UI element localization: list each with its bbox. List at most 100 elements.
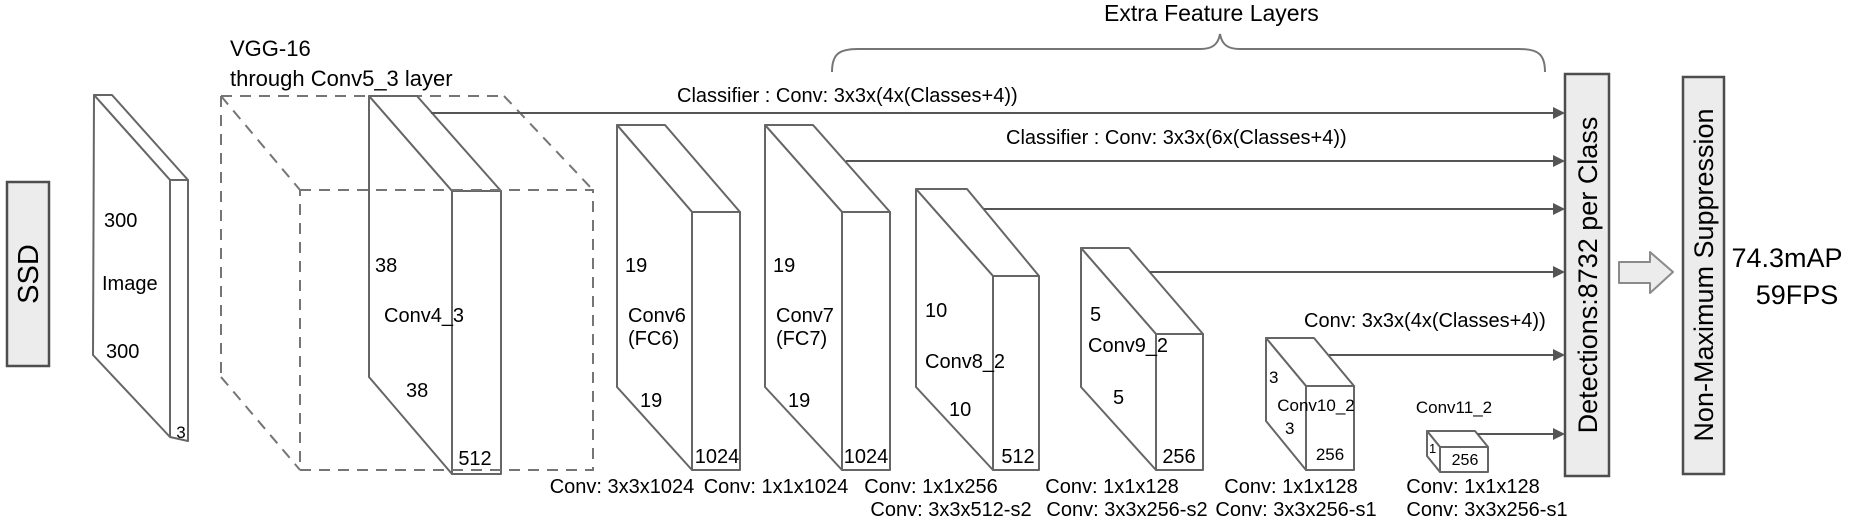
map-value: 74.3mAP <box>1731 243 1842 273</box>
arrowhead-icon <box>1553 155 1565 167</box>
detections-box-shape <box>1563 72 1611 478</box>
vgg16-dashed-box <box>220 95 594 471</box>
conv4_3-name: Conv4_3 <box>384 305 464 327</box>
detections-label: Detections:8732 per Class <box>1573 117 1603 434</box>
conv8_2-d: 512 <box>1001 446 1034 468</box>
conv8_2-w: 10 <box>949 399 971 421</box>
conv6-side-face <box>691 211 741 471</box>
vgg16-title: VGG-16 through Conv5_3 layer <box>230 36 453 91</box>
block-arrow-icon <box>1618 251 1674 294</box>
extra-feature-layers-title: Extra Feature Layers <box>1104 0 1319 26</box>
conv4_3-d: 512 <box>458 448 491 470</box>
arrow-conv10_2-to-detections <box>1329 349 1565 361</box>
conv11_2-front-face <box>1439 446 1489 473</box>
conv9_2-op2: Conv: 3x3x256-s2 <box>1046 499 1207 521</box>
conv10_2-w: 3 <box>1285 419 1294 438</box>
arrowhead-icon <box>1553 349 1565 361</box>
ssd-label-box: SSD <box>5 180 51 368</box>
conv11_2-op1: Conv: 1x1x128 <box>1406 476 1539 498</box>
input-image-layer: 300 Image 300 3 <box>92 94 189 442</box>
conv8_2-side-face <box>992 275 1040 471</box>
layer-conv4_3: 38 Conv4_3 38 512 <box>368 95 502 475</box>
conv7-w: 19 <box>788 390 810 412</box>
conv7-subname: (FC7) <box>776 328 827 350</box>
nms-label: Non-Maximum Suppression <box>1689 108 1719 441</box>
conv9_2-name: Conv9_2 <box>1088 335 1168 357</box>
conv9_2-d: 256 <box>1162 446 1195 468</box>
conv7-h: 19 <box>773 255 795 277</box>
conv10_2-d: 256 <box>1316 445 1344 464</box>
conv7-front-face <box>764 124 843 471</box>
conv8_2-h: 10 <box>925 300 947 322</box>
conv10_2-op2: Conv: 3x3x256-s1 <box>1215 499 1376 521</box>
conv11_2-d: 256 <box>1452 452 1479 469</box>
conv7-name: Conv7 <box>776 305 834 327</box>
layer-conv10_2: 3 Conv10_2 3 256 <box>1265 337 1355 471</box>
conv6-w: 19 <box>640 390 662 412</box>
conv10_2-name: Conv10_2 <box>1277 396 1355 415</box>
detections-box: Detections:8732 per Class <box>1563 72 1611 478</box>
conv8_2-name: Conv8_2 <box>925 351 1005 373</box>
conv9_2-front-face <box>1080 247 1157 471</box>
layer-conv11_2: Conv11_2 1 256 <box>1416 398 1492 473</box>
conv-4x-label: Conv: 3x3x(4x(Classes+4)) <box>1304 310 1546 332</box>
nms-box: Non-Maximum Suppression <box>1681 75 1726 476</box>
conv7-op1: Conv: 1x1x1024 <box>704 476 849 498</box>
conv9_2-h: 5 <box>1090 304 1101 326</box>
conv11_2-name: Conv11_2 <box>1416 398 1492 417</box>
arrow-conv7-to-detections <box>846 155 1565 167</box>
image-depth: 3 <box>176 423 185 442</box>
ssd-label: SSD <box>13 244 45 304</box>
vgg-top-left-diagonal <box>220 95 301 191</box>
image-front-face <box>92 94 171 438</box>
conv7-d: 1024 <box>844 446 889 468</box>
conv10_2-front-face <box>1265 337 1307 471</box>
conv6-front-face <box>616 124 693 471</box>
ssd-box-shape <box>5 180 51 368</box>
classifier-4x-label: Classifier : Conv: 3x3x(4x(Classes+4)) <box>677 85 1018 107</box>
vgg16-title-line2: through Conv5_3 layer <box>230 66 453 91</box>
conv6-subname: (FC6) <box>628 328 679 350</box>
conv8_2-front-face <box>915 188 994 471</box>
conv7-side-face <box>841 211 891 471</box>
arrow-conv11_2-to-detections <box>1478 428 1565 440</box>
conv4_3-h: 38 <box>375 255 397 277</box>
layer-conv6: 19 Conv6 (FC6) 19 1024 <box>616 124 741 471</box>
brace-icon <box>831 33 1546 73</box>
conv8_2-op2: Conv: 3x3x512-s2 <box>870 499 1031 521</box>
results-text: 74.3mAP 59FPS <box>1731 243 1842 310</box>
conv9_2-w: 5 <box>1113 387 1124 409</box>
conv11_2-op2: Conv: 3x3x256-s1 <box>1406 499 1567 521</box>
classifier-6x-label: Classifier : Conv: 3x3x(6x(Classes+4)) <box>1006 127 1347 149</box>
arrowhead-icon <box>1553 107 1565 119</box>
fps-value: 59FPS <box>1756 280 1839 310</box>
image-dim-bottom: 300 <box>106 341 139 363</box>
vgg-top-right-diagonal <box>503 95 594 191</box>
nms-box-shape <box>1681 75 1726 476</box>
layer-conv9_2: 5 Conv9_2 5 256 <box>1080 247 1204 471</box>
conv6-h: 19 <box>625 255 647 277</box>
conv11_2-h: 1 <box>1429 441 1436 456</box>
extra-feature-layers-group: Extra Feature Layers <box>831 0 1546 73</box>
conv6-d: 1024 <box>695 446 740 468</box>
conv4_3-w: 38 <box>406 380 428 402</box>
arrowhead-icon <box>1553 203 1565 215</box>
arrowhead-icon <box>1553 266 1565 278</box>
image-dim-top: 300 <box>104 210 137 232</box>
conv8_2-op1: Conv: 1x1x256 <box>864 476 997 498</box>
conv4_3-front-face <box>368 95 453 475</box>
image-side-face <box>169 179 189 442</box>
arrow-conv9_2-to-detections <box>1150 266 1565 278</box>
vgg16-title-line1: VGG-16 <box>230 36 311 61</box>
arrow-conv4_3-to-detections <box>431 107 1565 119</box>
conv4_3-side-face <box>451 190 502 475</box>
conv6-op1: Conv: 3x3x1024 <box>550 476 695 498</box>
arrowhead-icon <box>1553 428 1565 440</box>
vgg-bottom-left-diagonal <box>220 376 301 471</box>
conv10_2-h: 3 <box>1269 368 1278 387</box>
conv10_2-op1: Conv: 1x1x128 <box>1224 476 1357 498</box>
conv6-name: Conv6 <box>628 305 686 327</box>
layer-conv7: 19 Conv7 (FC7) 19 1024 <box>764 124 891 471</box>
